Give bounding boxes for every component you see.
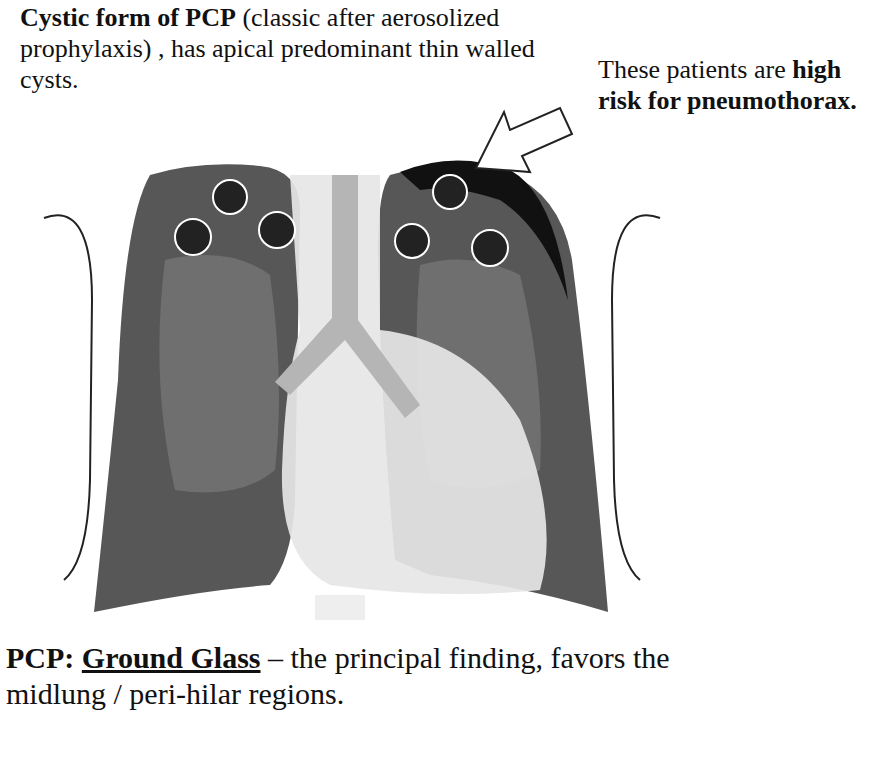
chest-wall bbox=[612, 215, 660, 580]
callout-arrow bbox=[476, 108, 572, 172]
heart bbox=[282, 175, 547, 594]
cysts bbox=[175, 175, 508, 266]
note-text: These patients are bbox=[598, 55, 786, 84]
chest-wall bbox=[44, 215, 92, 580]
text-block: PCP:Ground Glass– the principal finding,… bbox=[6, 640, 766, 712]
ground-glass bbox=[159, 255, 279, 493]
text-block: These patients arehigh risk for pneumoth… bbox=[598, 54, 868, 116]
note-text: Cystic form of PCP bbox=[20, 3, 236, 32]
trachea bbox=[275, 175, 420, 418]
note-text: PCP: bbox=[6, 641, 74, 674]
spine bbox=[315, 595, 365, 620]
note-text: Ground Glass bbox=[82, 641, 261, 674]
lung bbox=[94, 164, 300, 612]
text-block: Cystic form of PCP(classic after aerosol… bbox=[20, 2, 550, 96]
